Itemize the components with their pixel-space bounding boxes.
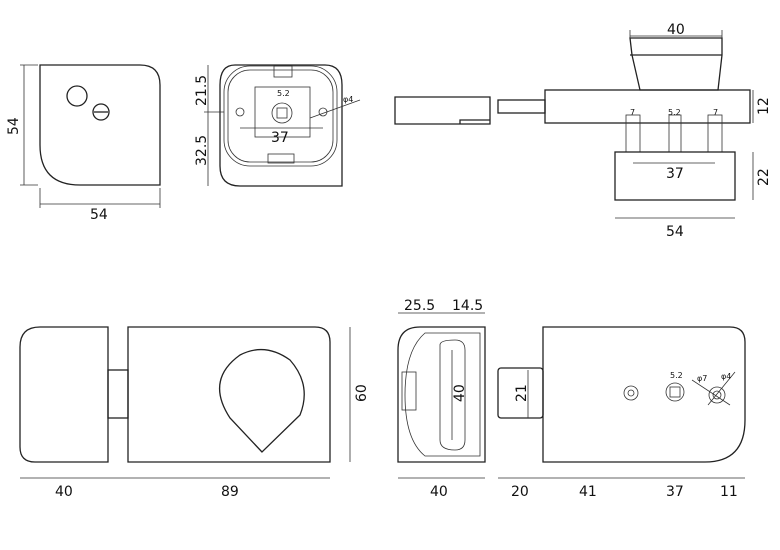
bolt-height-dim: 21 (514, 384, 530, 402)
seg3-dim: 11 (720, 484, 738, 500)
plate-thickness-dim: 12 (756, 97, 772, 115)
base-width-dim: 54 (666, 224, 684, 240)
left-width-dim: 40 (55, 484, 73, 500)
base-thickness-dim: 22 (756, 168, 772, 186)
slot-dim: 40 (452, 384, 468, 402)
bolt-dim: 20 (511, 484, 529, 500)
depth-a-dim: 25.5 (404, 298, 435, 314)
rear-view: 5.2 φ7 φ4 21 20 41 37 11 (497, 326, 746, 500)
holes-spacing-dim: 37 (271, 130, 289, 146)
dim-height: 54 (6, 117, 22, 135)
hole-dia-dim: φ4 (343, 95, 353, 104)
width-dim: 40 (430, 484, 448, 500)
dim-upper: 21.5 (194, 75, 210, 106)
hole-a-dim: φ7 (697, 374, 707, 383)
body-width-dim: 89 (221, 484, 239, 500)
seg1-dim: 41 (579, 484, 597, 500)
bolt-side-view (394, 96, 491, 125)
pin-spacing-dim: 37 (666, 166, 684, 182)
front-assembly-view: 40 89 60 (19, 326, 370, 500)
pin2-dim: 7 (713, 108, 718, 117)
spindle-dim: 5.2 (277, 89, 290, 98)
dim-lower: 32.5 (194, 135, 210, 166)
spindle-dim: 5.2 (670, 371, 683, 380)
seg2-dim: 37 (666, 484, 684, 500)
side-view: 40 25.5 14.5 40 (397, 298, 486, 500)
dim-width: 54 (90, 207, 108, 223)
height-dim: 60 (354, 384, 370, 402)
back-plate-view: 5.2 37 φ4 21.5 32.5 (194, 64, 361, 187)
spindle-dim: 5.2 (668, 108, 681, 117)
pin1-dim: 7 (630, 108, 635, 117)
knob-width-dim: 40 (667, 22, 685, 38)
top-view: 40 7 5.2 7 37 12 22 54 (497, 22, 772, 240)
depth-b-dim: 14.5 (452, 298, 483, 314)
hole-b-dim: φ4 (721, 372, 731, 381)
front-small-view: 54 54 (6, 64, 161, 223)
